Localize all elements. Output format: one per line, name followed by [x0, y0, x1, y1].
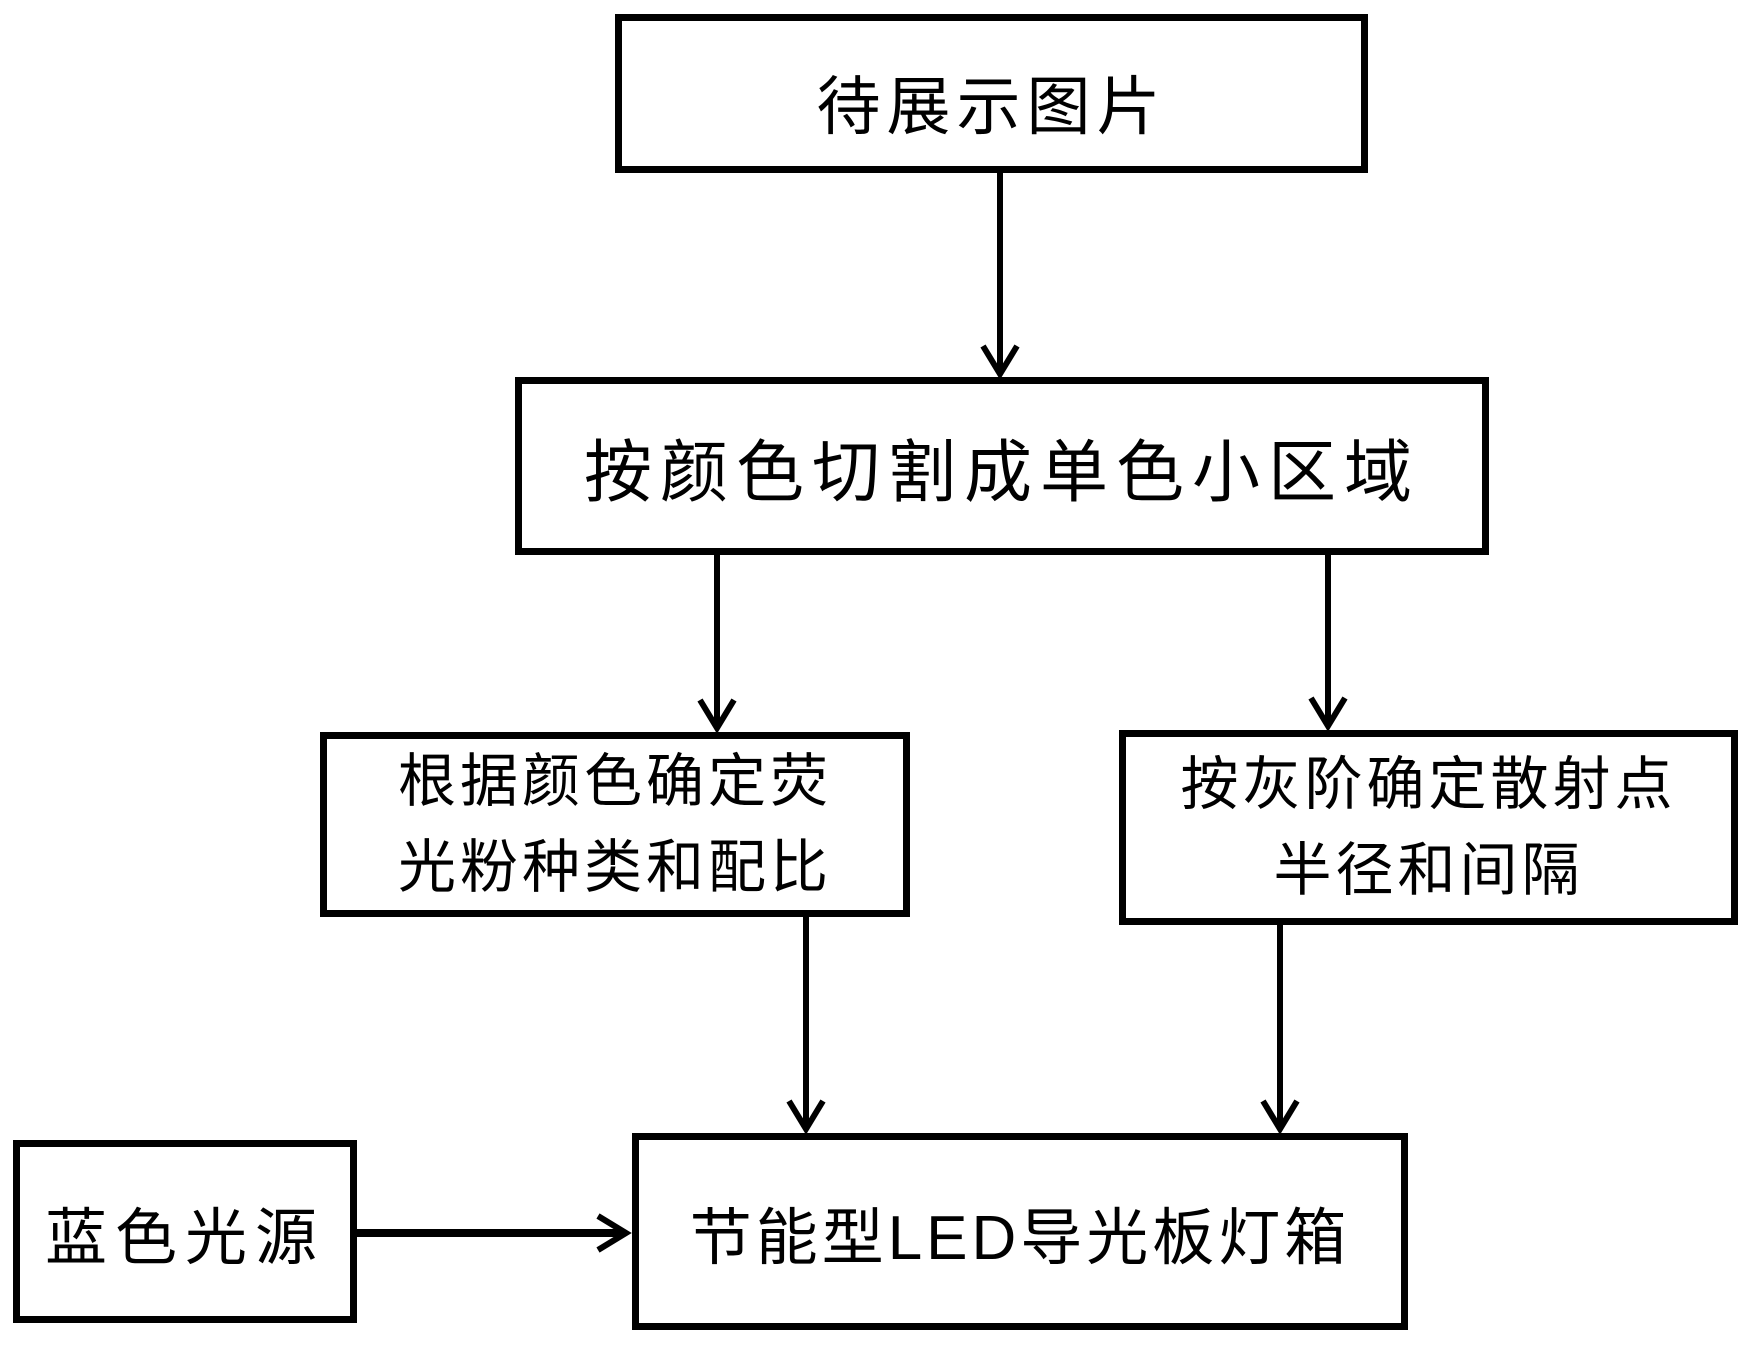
- node-phosphor-label-line1: 根据颜色确定荧: [397, 748, 832, 814]
- node-scatter-label-line1: 按灰阶确定散射点: [1180, 751, 1677, 817]
- node-lightbox: 节能型LED导光板灯箱: [632, 1133, 1408, 1330]
- node-blue-light-label: 蓝色光源: [44, 1203, 325, 1273]
- arrow-split-to-phosphor: [697, 555, 737, 734]
- arrow-source-to-split: [980, 173, 1020, 380]
- node-source-image-label: 待展示图片: [816, 70, 1167, 143]
- node-scatter-label-line2: 半径和间隔: [1273, 837, 1584, 903]
- arrow-scatter-to-lightbox: [1260, 925, 1300, 1135]
- node-lightbox-label: 节能型LED导光板灯箱: [689, 1203, 1351, 1273]
- arrow-phosphor-to-lightbox: [786, 917, 826, 1135]
- node-scatter: 按灰阶确定散射点 半径和间隔: [1119, 730, 1738, 925]
- node-color-split: 按颜色切割成单色小区域: [515, 377, 1489, 555]
- node-source-image: 待展示图片: [615, 14, 1368, 173]
- node-color-split-label: 按颜色切割成单色小区域: [583, 434, 1420, 511]
- node-phosphor-label-line2: 光粉种类和配比: [397, 834, 832, 900]
- node-blue-light: 蓝色光源: [13, 1140, 357, 1323]
- node-phosphor: 根据颜色确定荧 光粉种类和配比: [320, 732, 910, 917]
- arrow-split-to-scatter: [1308, 555, 1348, 732]
- arrow-bluelight-to-lightbox: [357, 1213, 632, 1253]
